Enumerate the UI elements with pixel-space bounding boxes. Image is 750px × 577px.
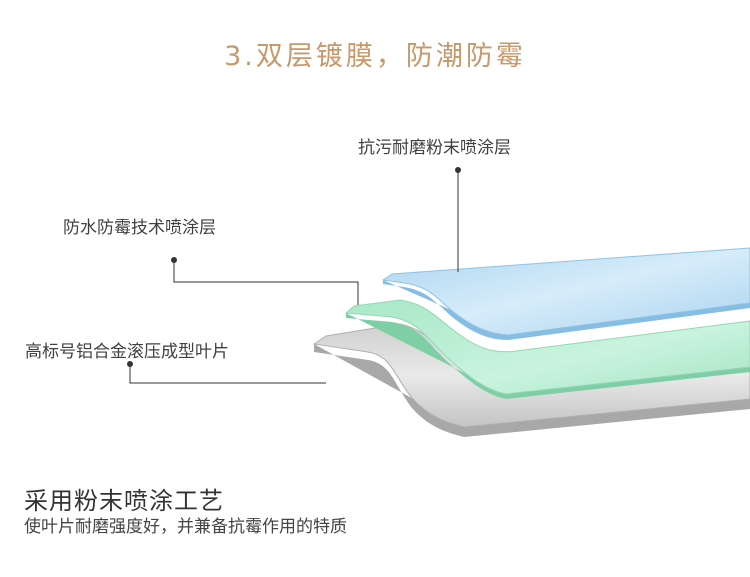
aluminum-layer-edge [314, 344, 750, 437]
footer-heading: 采用粉末喷涂工艺 [24, 487, 224, 515]
leader-dot-middle [171, 257, 177, 263]
waterproof-layer [344, 299, 750, 395]
page-title: 3.双层镀膜，防潮防霉 [224, 41, 526, 72]
label-aluminum-blade: 高标号铝合金滚压成型叶片 [25, 342, 229, 362]
label-powder-coating-layer: 抗污耐磨粉末喷涂层 [358, 138, 511, 158]
leader-dot-top [455, 167, 461, 173]
leader-dot-bottom [127, 361, 133, 367]
label-waterproof-layer: 防水防霉技术喷涂层 [63, 218, 216, 238]
leader-line-middle [173, 260, 359, 305]
footer-description: 使叶片耐磨强度好，并兼备抗霉作用的特质 [24, 517, 347, 537]
waterproof-layer-edge [346, 313, 750, 399]
leader-line-bottom [129, 364, 326, 384]
powder-coating-layer [381, 247, 750, 336]
